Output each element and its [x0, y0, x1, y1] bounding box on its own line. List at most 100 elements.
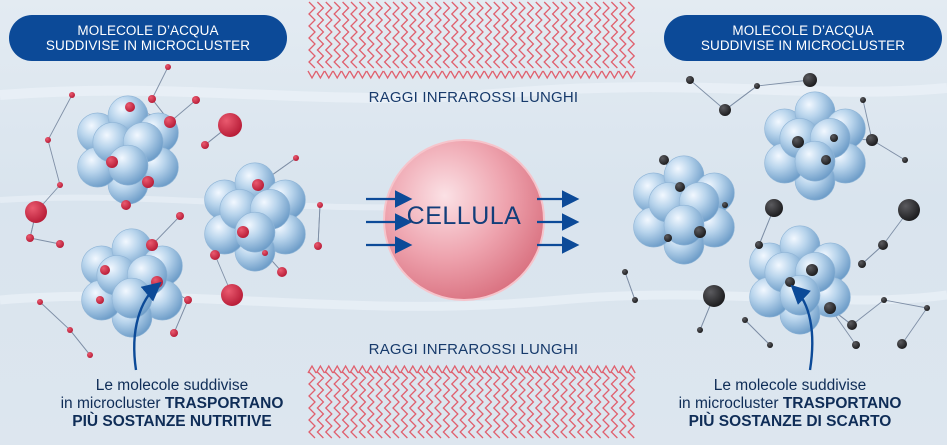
ray-arrowhead: [517, 70, 527, 80]
caption-left-line2-bold: TRASPORTANO: [164, 395, 284, 412]
nutrient-particle: [125, 102, 135, 112]
waste-particle: [697, 327, 703, 333]
header-pill-right-line1: MOLECOLE D’ACQUA: [732, 23, 874, 38]
ray-line: [568, 371, 577, 439]
ray-arrowhead: [349, 70, 359, 80]
ray-arrowhead: [567, 364, 577, 374]
ray-arrowhead: [349, 364, 359, 374]
ray-line: [308, 371, 316, 439]
ray-line: [316, 371, 325, 439]
ray-arrowhead: [483, 364, 493, 374]
nutrient-particle: [237, 226, 249, 238]
nutrient-particle: [67, 327, 73, 333]
nutrient-particle: [121, 200, 131, 210]
ray-line: [308, 1, 316, 69]
ray-line: [618, 371, 627, 439]
ray-arrowhead: [433, 70, 443, 80]
caption-right-line2: in microcluster TRASPORTANO: [640, 395, 940, 413]
ray-arrowhead: [391, 70, 401, 80]
ray-line: [324, 1, 333, 69]
ray-line: [602, 371, 610, 439]
particle-link: [173, 299, 189, 334]
ray-line: [358, 371, 367, 439]
ray-line: [610, 371, 619, 439]
ray-arrowhead: [391, 364, 401, 374]
ray-arrowhead: [534, 70, 544, 80]
nutrient-particle: [96, 296, 104, 304]
nutrient-particle: [45, 137, 51, 143]
cluster: [633, 155, 735, 265]
waste-particle: [742, 317, 748, 323]
cluster-sphere: [794, 140, 836, 182]
ray-arrowhead: [618, 364, 628, 374]
ray-arrowhead: [341, 70, 351, 80]
ray-arrowhead: [609, 70, 619, 80]
nutrient-particle: [100, 265, 110, 275]
ray-line: [627, 1, 636, 69]
ray-line: [484, 371, 493, 439]
ray-arrowhead: [467, 364, 477, 374]
nutrient-particle: [201, 141, 209, 149]
nutrient-particle: [164, 116, 176, 128]
ray-arrowhead: [567, 70, 577, 80]
ray-line: [366, 371, 375, 439]
ray-arrowhead: [626, 70, 636, 80]
ray-line: [400, 1, 409, 69]
nutrient-particle: [87, 352, 93, 358]
ray-line: [400, 371, 409, 439]
ray-arrowhead: [399, 70, 409, 80]
waste-particle: [664, 234, 672, 242]
cluster: [81, 228, 183, 338]
ray-line: [316, 1, 325, 69]
nutrient-particle: [192, 96, 200, 104]
ray-arrowhead: [332, 364, 342, 374]
ray-line: [593, 371, 602, 439]
header-pill-left-line1: MOLECOLE D’ACQUA: [77, 23, 219, 38]
ray-arrowhead: [450, 364, 460, 374]
ray-arrowhead: [601, 70, 611, 80]
ray-line: [585, 1, 594, 69]
ray-arrowhead: [467, 70, 477, 80]
nutrient-particle: [57, 182, 63, 188]
waste-particle: [659, 155, 669, 165]
particle-link: [901, 307, 928, 345]
ray-line: [459, 371, 468, 439]
ray-line: [442, 371, 451, 439]
nutrient-particle: [26, 234, 34, 242]
ray-arrowhead: [626, 364, 636, 374]
waste-particle: [860, 97, 866, 103]
nutrient-particle: [210, 250, 220, 260]
ray-line: [408, 371, 417, 439]
ray-line: [534, 371, 543, 439]
cluster: [764, 91, 866, 201]
ray-arrowhead: [383, 70, 393, 80]
ray-arrowhead: [609, 364, 619, 374]
nutrient-particle: [170, 329, 178, 337]
ray-arrowhead: [576, 70, 586, 80]
ray-arrowhead: [357, 364, 367, 374]
ray-line: [492, 1, 501, 69]
particle-link: [871, 139, 906, 161]
waste-particle: [719, 104, 731, 116]
nutrient-particle: [218, 113, 242, 137]
nutrient-particle: [146, 239, 158, 251]
waste-particle: [722, 202, 728, 208]
waste-particle: [806, 264, 818, 276]
caption-left-line2-plain: in microcluster: [60, 395, 165, 412]
particle-link: [744, 319, 771, 346]
waste-particle: [622, 269, 628, 275]
ray-line: [543, 1, 552, 69]
waste-particle: [866, 134, 878, 146]
ray-arrowhead: [425, 70, 435, 80]
ray-arrowhead: [525, 70, 535, 80]
ray-line: [459, 1, 468, 69]
ray-arrowhead: [601, 364, 611, 374]
caption-right-line3: PIÙ SOSTANZE DI SCARTO: [640, 413, 940, 431]
particle-link: [724, 85, 758, 111]
ray-line: [560, 1, 568, 69]
ray-line: [501, 1, 510, 69]
nutrient-particle: [142, 176, 154, 188]
ray-line: [551, 1, 560, 69]
ray-arrowhead: [559, 364, 569, 374]
ray-line: [324, 371, 333, 439]
